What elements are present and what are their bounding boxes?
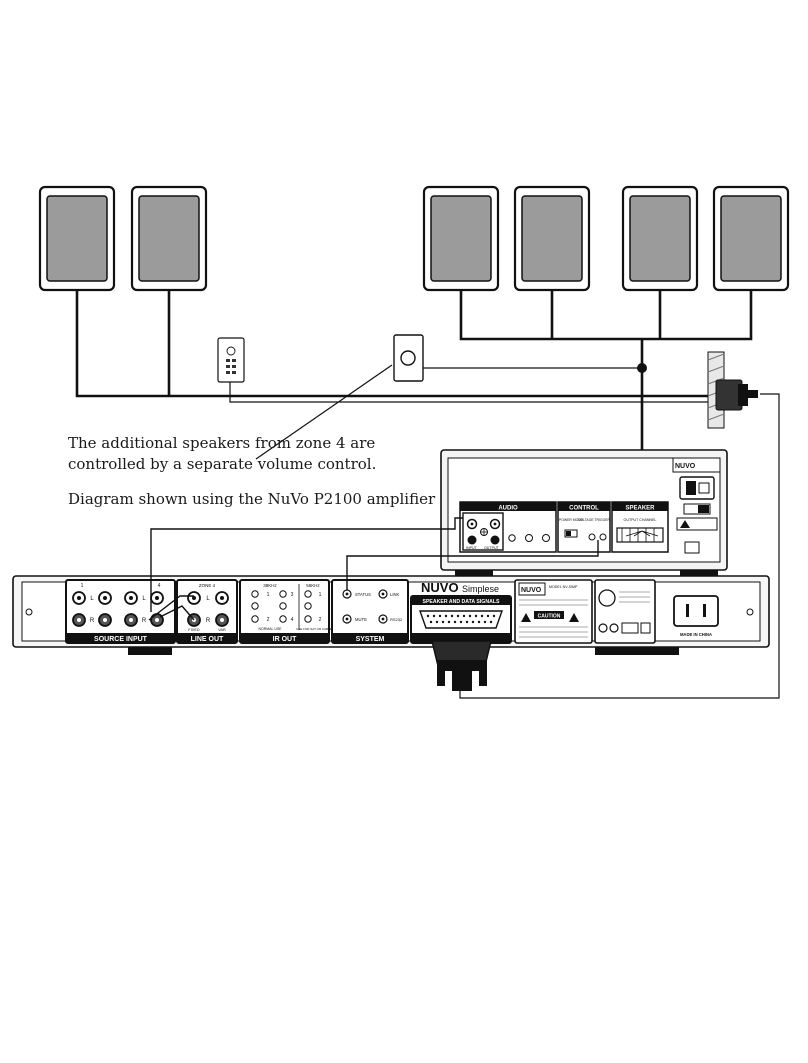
fcc-mark-icon — [621, 622, 639, 634]
hub-ir-out-label: IR OUT — [273, 636, 297, 643]
amp-knob-left[interactable] — [525, 534, 533, 542]
hub-56-ir1-number: 1 — [319, 592, 322, 598]
hub-db25-port[interactable] — [419, 610, 503, 629]
amp-output-channel-label: OUTPUT CHANNEL — [624, 518, 657, 522]
hub-rs232-label: RS232 — [390, 617, 403, 622]
ir-jack[interactable] — [279, 602, 287, 610]
ir-jack[interactable] — [304, 615, 312, 623]
hub-mute-label: MUTE — [355, 617, 367, 622]
ir-jack[interactable] — [251, 615, 259, 623]
hub-src-r-label-2: R — [142, 618, 147, 624]
hub-sat-cable-label: USE FOR SAT OR CABLE — [296, 627, 332, 631]
hub-product: Simplese — [462, 584, 499, 594]
wall-pass-through — [707, 351, 758, 429]
amp-speaker-label: SPEAKER — [625, 506, 655, 512]
hub-made-in-label: MADE IN CHINA — [680, 632, 712, 637]
hub-zone4-label: ZONE 4 — [199, 583, 216, 588]
recycle-mark-icon — [640, 622, 651, 634]
hub-var-label: VAR — [218, 628, 226, 632]
volume-control — [393, 334, 424, 382]
hub-ir3-number: 3 — [291, 592, 294, 598]
hub-src4-number: 4 — [158, 583, 161, 589]
amp-trigger-jack[interactable] — [588, 533, 596, 541]
hub-link-label: LINK — [390, 592, 400, 597]
compliance-mark-icon — [609, 623, 619, 633]
zone4-caption-line1: The additional speakers from zone 4 are — [68, 434, 376, 452]
amp-knob-input[interactable] — [508, 534, 516, 542]
hub-power-inlet — [673, 595, 719, 627]
hub-fixed-label: FIXED — [188, 628, 199, 632]
simplese-hub: SOURCE INPUT 1 4 L R L R LINE OUT ZONE 4… — [12, 575, 770, 655]
db25-cable-connector — [431, 640, 492, 691]
hub-38khz-label: 38KHz — [263, 583, 277, 588]
amp-knob-right[interactable] — [542, 534, 550, 542]
ir-jack[interactable] — [251, 602, 259, 610]
ce-mark-icon — [598, 623, 608, 633]
ir-jack[interactable] — [279, 590, 287, 598]
amp-output-jack[interactable] — [490, 535, 500, 545]
speaker-zone4-2 — [712, 185, 790, 292]
ir-jack[interactable] — [304, 590, 312, 598]
amp-brand: NUVO — [675, 463, 696, 470]
hub-line-l-label: L — [206, 596, 210, 602]
hub-src-r-label: R — [90, 618, 95, 624]
amp-audio-label: AUDIO — [498, 506, 518, 512]
hub-model-label: MODEL NV-SIMP — [549, 585, 578, 589]
hub-line-r-label: R — [206, 618, 211, 624]
amplifier-p2100: AUDIO INPUT OUTPUT CONTROL POWER MODE VO… — [440, 449, 728, 577]
hub-56khz-label: 56KHz — [306, 583, 320, 588]
speaker-left-1 — [38, 185, 116, 292]
source-input-jacks — [72, 591, 164, 627]
hub-src1-number: 1 — [81, 583, 84, 589]
hub-line-out-label: LINE OUT — [191, 636, 224, 643]
hub-source-input-label: SOURCE INPUT — [94, 636, 148, 643]
keypad-wall-plate — [217, 337, 245, 383]
hub-src-l-label: L — [90, 596, 94, 602]
zone4-caption-line2: controlled by a separate volume control. — [68, 455, 377, 473]
hub-normal-use-label: NORMAL USE — [258, 627, 282, 631]
amp-trigger-jack[interactable] — [599, 533, 607, 541]
ir-jack[interactable] — [279, 615, 287, 623]
etl-logo-icon — [598, 589, 616, 607]
ir-jack[interactable] — [304, 602, 312, 610]
amplifier-note: Diagram shown using the NuVo P2100 ampli… — [68, 490, 436, 508]
amp-input-label: INPUT — [466, 546, 478, 550]
amp-power-mode-label: POWER MODE — [559, 518, 584, 522]
hub-caution-label: CAUTION — [538, 614, 561, 620]
ir-jack[interactable] — [251, 590, 259, 598]
speaker-left-2 — [130, 185, 208, 292]
speaker-right-2 — [513, 185, 591, 292]
hub-ir4-number: 4 — [291, 617, 294, 623]
amp-power-switch[interactable] — [683, 503, 711, 515]
amp-input-jack[interactable] — [467, 535, 477, 545]
hub-56-ir2-number: 2 — [319, 617, 322, 623]
patch-cables — [148, 517, 599, 621]
hub-system-label: SYSTEM — [356, 636, 385, 643]
hub-info-brand: NUVO — [521, 587, 542, 594]
speaker-right-1 — [422, 185, 500, 292]
hub-speaker-data-label: SPEAKER AND DATA SIGNALS — [423, 599, 500, 605]
hub-src-l-label-2: L — [142, 596, 146, 602]
hub-certification-label — [594, 579, 656, 644]
ir-out-jacks — [251, 590, 312, 623]
hub-status-label: STATUS — [355, 592, 371, 597]
hub-brand: NUVO — [421, 580, 459, 595]
hub-ir1-number: 1 — [267, 592, 270, 598]
amp-speaker-terminals[interactable] — [616, 527, 664, 543]
amp-voltage-trigger-label: VOLTAGE TRIGGER — [578, 518, 610, 522]
hub-ir2-number: 2 — [267, 617, 270, 623]
amp-output-label: OUTPUT — [484, 546, 500, 550]
amp-control-label: CONTROL — [569, 506, 599, 512]
speaker-zone4-1 — [621, 185, 699, 292]
